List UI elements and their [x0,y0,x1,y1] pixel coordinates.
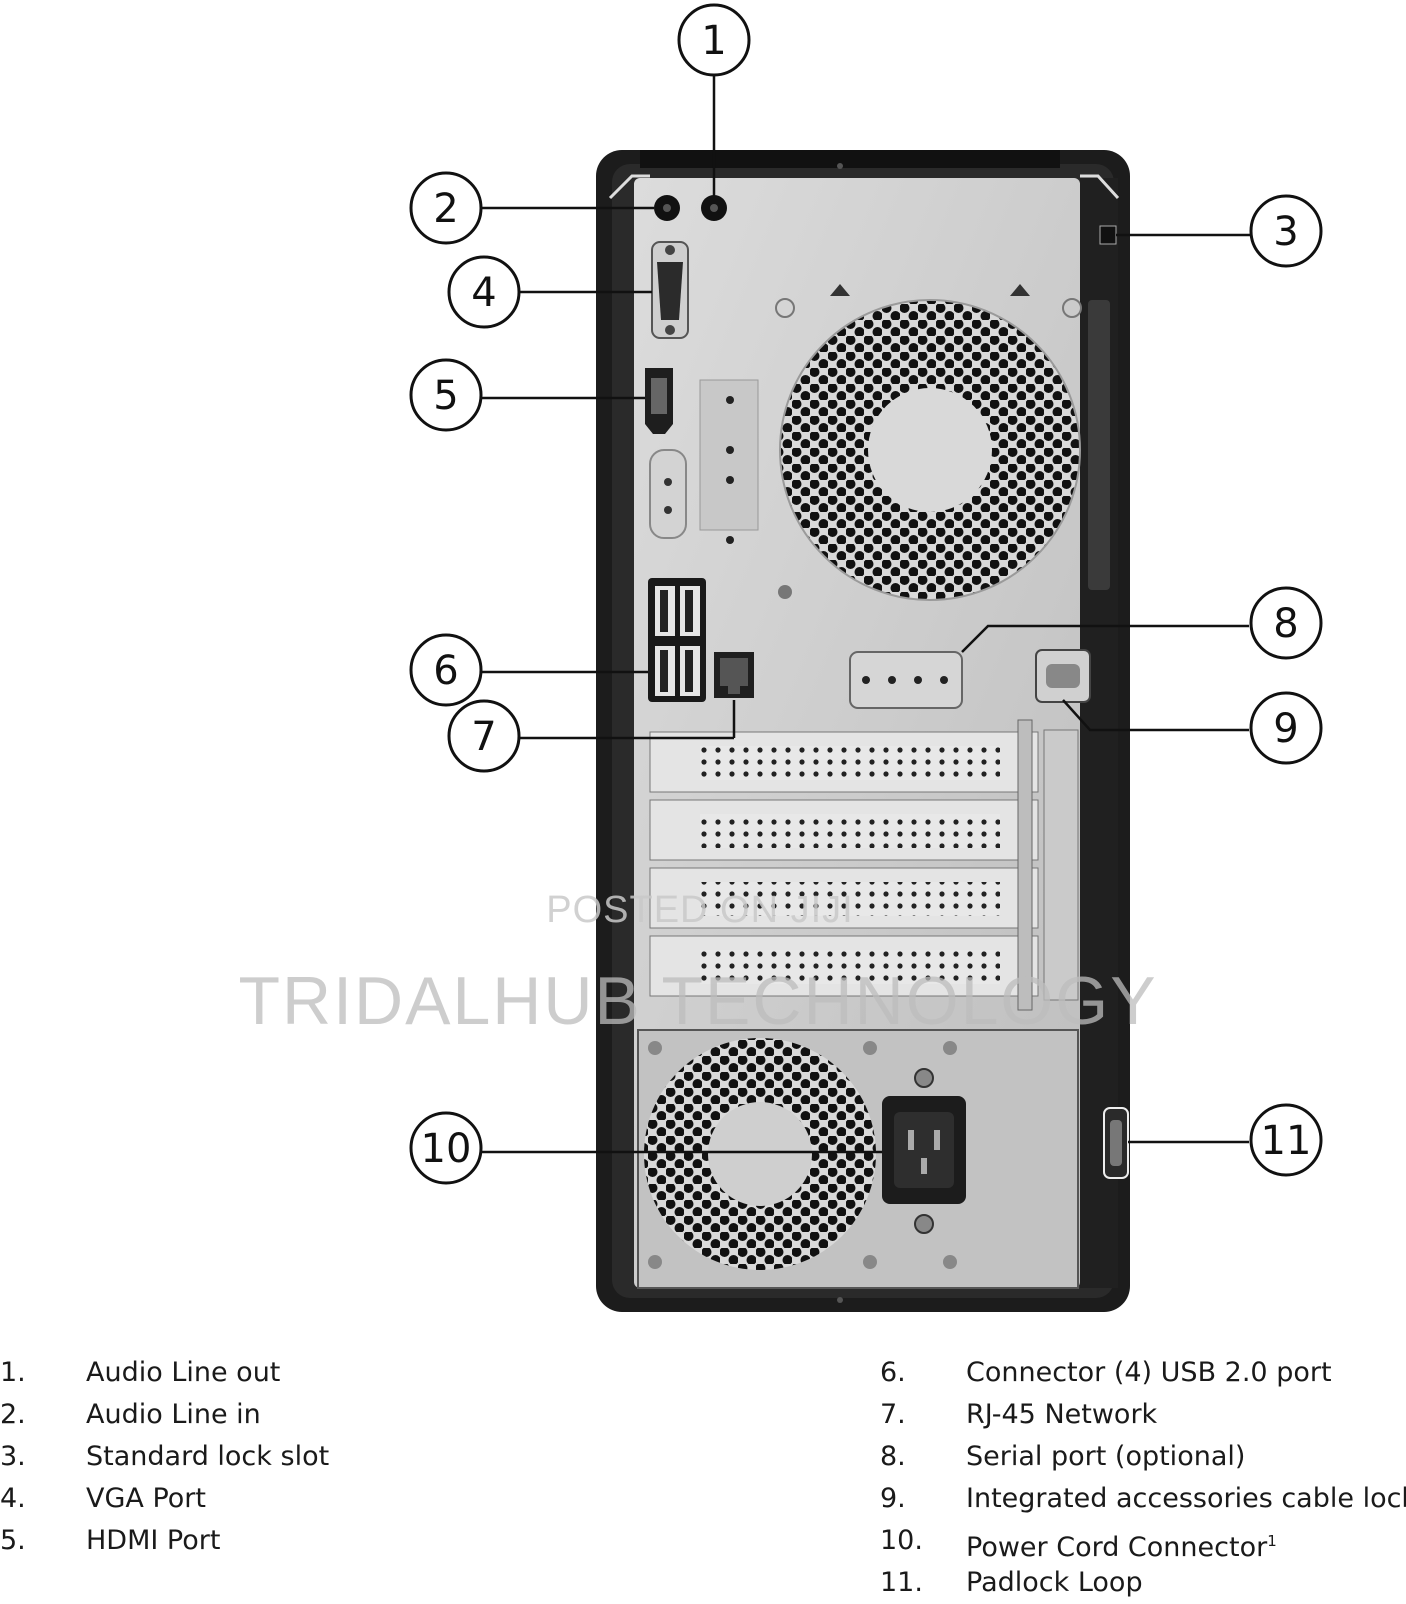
legend-label: HDMI Port [86,1525,221,1556]
legend-label: Integrated accessories cable lock [966,1483,1406,1514]
legend-label: Serial port (optional) [966,1441,1246,1472]
legend-label: Padlock Loop [966,1567,1143,1598]
legend-item: 1. Audio Line out [0,1352,640,1394]
main-fan-grille [779,299,1081,601]
callout-4: 4 [447,255,521,329]
svg-text:8: 8 [1273,601,1298,647]
legend-item: 2. Audio Line in [0,1394,640,1436]
svg-text:4: 4 [471,270,496,316]
legend-item: 11. Padlock Loop [880,1562,1406,1604]
legend-item: 3. Standard lock slot [0,1436,640,1478]
legend-item: 4. VGA Port [0,1478,640,1520]
callout-9: 9 [1249,691,1323,765]
callout-3: 3 [1249,194,1323,268]
legend-label: Audio Line out [86,1357,281,1388]
hdmi-port [645,368,673,434]
legend-label-text: Power Cord Connector [966,1532,1268,1563]
legend-label: Connector (4) USB 2.0 port [966,1357,1332,1388]
legend-number: 5. [0,1525,26,1556]
svg-text:3: 3 [1273,209,1298,255]
svg-text:11: 11 [1261,1118,1312,1164]
cable-lock [1035,649,1091,703]
usb-ports [648,578,706,702]
audio-jacks [654,195,727,221]
legend-number: 8. [880,1441,906,1472]
leader-lines [481,76,1250,1154]
svg-text:6: 6 [433,648,458,694]
svg-text:5: 5 [433,373,458,419]
legend-item: 8. Serial port (optional) [880,1436,1406,1478]
psu-area [637,1029,1079,1289]
legend-left-column: 1. Audio Line out 2. Audio Line in 3. St… [0,1352,640,1562]
legend-label: Audio Line in [86,1399,261,1430]
legend-item: 7. RJ-45 Network [880,1394,1406,1436]
legend-number: 10. [880,1525,923,1556]
legend-number: 3. [0,1441,26,1472]
legend-label: Standard lock slot [86,1441,330,1472]
legend-number: 4. [0,1483,26,1514]
svg-text:10: 10 [421,1126,472,1172]
legend-item: 10. Power Cord Connector1 [880,1520,1406,1563]
legend-number: 11. [880,1567,923,1598]
callout-8: 8 [1249,586,1323,660]
side-handle [1088,300,1110,590]
vga-port [651,241,689,339]
callout-7: 7 [447,699,521,773]
legend-number: 1. [0,1357,26,1388]
legend-label: VGA Port [86,1483,206,1514]
legend-right-column: 6. Connector (4) USB 2.0 port 7. RJ-45 N… [880,1352,1406,1604]
legend-label: RJ-45 Network [966,1399,1158,1430]
legend-number: 2. [0,1399,26,1430]
pc-rear-diagram: 1 2 3 4 5 6 7 8 9 10 11 POSTED ON JIJI [238,3,1323,1312]
callout-11: 11 [1249,1103,1323,1177]
watermark-small: POSTED ON JIJI [546,889,853,931]
legend-number: 6. [880,1357,906,1388]
svg-text:1: 1 [701,18,726,64]
callout-5: 5 [409,358,483,432]
legend-item: 6. Connector (4) USB 2.0 port [880,1352,1406,1394]
legend-number: 9. [880,1483,906,1514]
callout-2: 2 [409,171,483,245]
svg-text:9: 9 [1273,706,1298,752]
svg-text:7: 7 [471,714,496,760]
callout-10: 10 [409,1111,483,1185]
rj45-port [714,652,754,698]
watermark-large: TRIDALHUB TECHNOLOGY [238,963,1157,1039]
legend-item: 9. Integrated accessories cable lock [880,1478,1406,1520]
padlock-loop [1103,1107,1129,1179]
callout-1: 1 [677,3,751,77]
legend-number: 7. [880,1399,906,1430]
callout-6: 6 [409,633,483,707]
standard-lock-slot [1099,225,1117,245]
footnote-marker: 1 [1267,1532,1277,1550]
svg-text:2: 2 [433,186,458,232]
expansion-slots [649,719,1079,1011]
legend-label: Power Cord Connector1 [966,1520,1277,1569]
legend-item: 5. HDMI Port [0,1520,640,1562]
serial-port-cover [849,651,963,709]
